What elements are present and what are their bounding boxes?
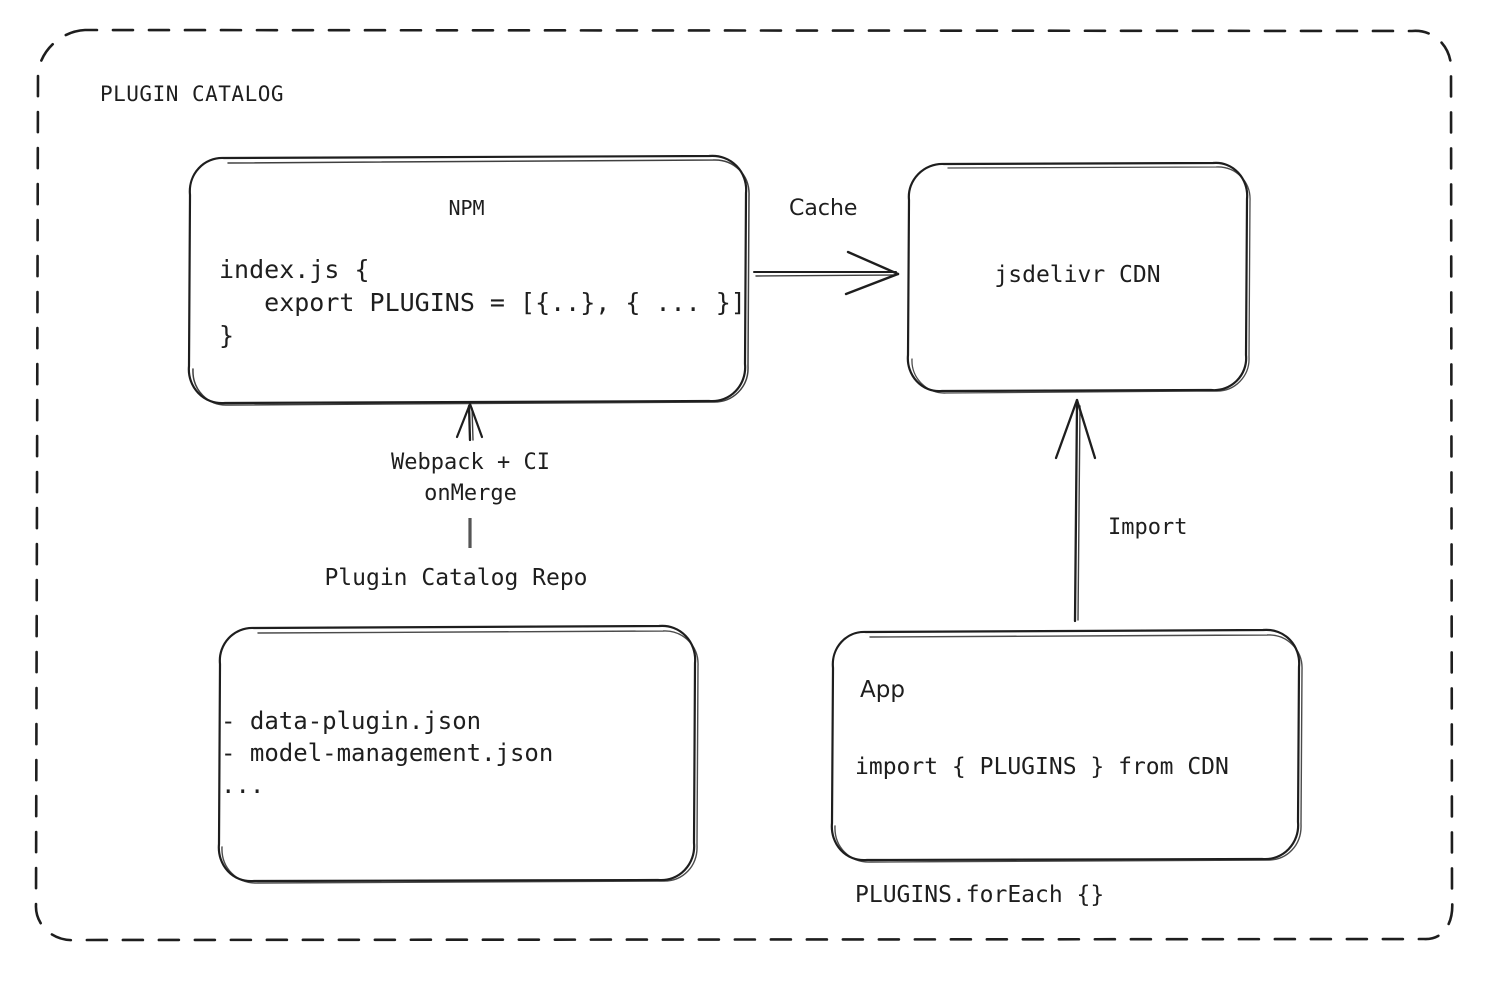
- app-node-shape[interactable]: [830, 628, 1303, 863]
- build-edge-label: Webpack + CI onMerge: [391, 450, 550, 506]
- cdn-node-title: jsdelivr CDN: [994, 262, 1161, 288]
- cache-edge-label: Cache: [789, 196, 858, 221]
- npm-node-code: index.js { export PLUGINS = [{..}, { ...…: [219, 255, 746, 350]
- repo-node-items: - data-plugin.json - model-management.js…: [221, 707, 554, 799]
- container-title: PLUGIN CATALOG: [100, 82, 285, 106]
- repo-node-shape[interactable]: [217, 624, 699, 884]
- app-node-title: App: [860, 677, 905, 703]
- npm-node-shape[interactable]: [187, 154, 750, 406]
- npm-node-title: NPM: [448, 196, 485, 220]
- import-arrow: [1054, 398, 1097, 623]
- repo-node-label: Plugin Catalog Repo: [324, 565, 588, 591]
- plugin-catalog-container: [34, 28, 1454, 942]
- import-edge-label: Import: [1108, 515, 1188, 540]
- cdn-node-shape[interactable]: [906, 161, 1251, 394]
- build-arrow: [455, 402, 484, 548]
- cache-arrow: [753, 250, 900, 296]
- app-node-code: import { PLUGINS } from CDN PLUGINS.forE…: [855, 754, 1229, 908]
